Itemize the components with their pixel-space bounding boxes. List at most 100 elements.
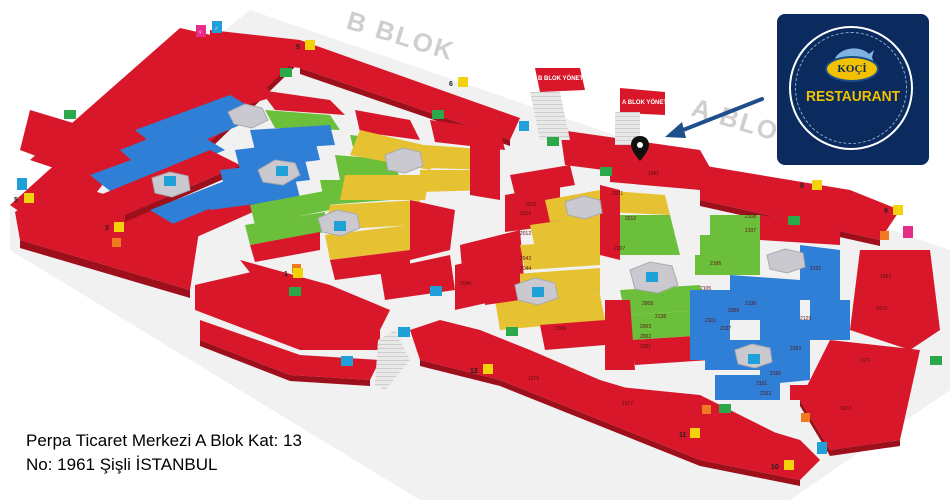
svg-text:2152: 2152: [760, 391, 771, 397]
svg-text:2131: 2131: [810, 266, 821, 272]
fire-extinguisher-icon: [801, 413, 810, 422]
escalator-icon: [519, 121, 529, 131]
elevator-markers: 5 6 5 3 1 12 11 10 8 9: [14, 40, 903, 471]
restroom-icon: ♀: [196, 25, 206, 37]
restroom-icon: [748, 354, 760, 364]
elevator-icon: 11: [679, 428, 700, 439]
a-blok-stairs-label: A BLOK YÖNETİM: [622, 99, 674, 106]
island-left-top: [90, 75, 280, 240]
unit-labels: 1961 1962 1970 1971 1972 1976 1977 2001 …: [460, 171, 891, 412]
elevator-icon: 8: [800, 180, 822, 190]
svg-text:10: 10: [771, 464, 779, 471]
elevator-icon: 3: [105, 222, 124, 232]
svg-text:5: 5: [14, 197, 18, 204]
restroom-icon: [17, 178, 27, 190]
emergency-exit-icon: [719, 404, 731, 413]
svg-text:2106: 2106: [710, 261, 721, 267]
emergency-exit-icon: [64, 110, 76, 119]
logo-inner-ring: [795, 32, 907, 144]
svg-text:1961: 1961: [648, 171, 659, 177]
svg-text:2151: 2151: [756, 381, 767, 387]
island-right-center: [600, 185, 710, 370]
pointer-arrow: [665, 97, 764, 138]
location-marker[interactable]: [631, 136, 649, 161]
fire-extinguisher-icon: [112, 238, 121, 247]
svg-text:2015: 2015: [525, 202, 536, 208]
island-right: [690, 215, 850, 400]
svg-text:8: 8: [800, 183, 804, 190]
svg-text:2016: 2016: [520, 211, 531, 217]
elevator-icon: 9: [884, 205, 903, 215]
elevator-icon: 12: [470, 364, 493, 375]
logo-title: RESTAURANT: [805, 88, 901, 105]
elevator-icon: 10: [771, 460, 794, 471]
svg-text:2108: 2108: [745, 214, 756, 220]
svg-text:2006: 2006: [728, 308, 739, 314]
restroom-icon: [817, 442, 827, 454]
svg-text:1976: 1976: [528, 376, 539, 382]
restroom-icon: [164, 176, 176, 186]
svg-text:2012: 2012: [520, 231, 531, 237]
svg-text:3: 3: [105, 225, 109, 232]
stairs-left: [375, 330, 410, 390]
fire-extinguisher-icon: [702, 405, 711, 414]
svg-text:12: 12: [470, 368, 478, 375]
address-line-2: No: 1961 Şişli İSTANBUL: [26, 455, 218, 474]
emergency-exit-icon: [547, 137, 559, 146]
emergency-exit-icon: [788, 216, 800, 225]
emergency-exit-icon: [280, 68, 292, 77]
emergency-exit-icon: [432, 110, 444, 119]
svg-text:2129: 2129: [800, 316, 811, 322]
amenity-markers: ♀ ♂: [17, 21, 942, 454]
svg-text:1962: 1962: [880, 274, 891, 280]
island-center-right: [480, 165, 605, 350]
svg-text:2009: 2009: [555, 326, 566, 332]
restroom-icon: ♂: [212, 21, 222, 33]
svg-text:2044: 2044: [520, 266, 531, 272]
elevator-icon: 1: [284, 268, 303, 278]
restroom-icon: [398, 327, 410, 337]
emergency-exit-icon: [506, 327, 518, 336]
emergency-exit-icon: [600, 167, 612, 176]
svg-text:11: 11: [679, 432, 687, 439]
elevator-icon: 5: [296, 40, 315, 51]
svg-text:2101: 2101: [705, 318, 716, 324]
restroom-icon: [646, 272, 658, 282]
address-block: Perpa Ticaret Merkezi A Blok Kat: 13 No:…: [26, 429, 302, 477]
svg-text:2105: 2105: [700, 286, 711, 292]
logo-ring: [789, 26, 913, 150]
svg-text:9: 9: [884, 208, 888, 215]
svg-text:2043: 2043: [520, 256, 531, 262]
svg-text:6: 6: [449, 81, 453, 88]
restroom-icon: [903, 226, 913, 238]
logo-brand: KOÇİ: [825, 56, 879, 82]
svg-text:1970: 1970: [876, 306, 887, 312]
island-left-middle: [205, 90, 345, 262]
svg-text:♀: ♀: [198, 30, 203, 36]
restroom-icon: [532, 287, 544, 297]
restroom-icon: [341, 356, 353, 366]
svg-text:2021: 2021: [612, 191, 623, 197]
map-pin-icon[interactable]: [631, 136, 649, 161]
svg-text:2045: 2045: [460, 281, 471, 287]
svg-text:2001: 2001: [640, 344, 651, 350]
restroom-icon: [430, 286, 442, 296]
svg-text:2003: 2003: [640, 324, 651, 330]
emergency-exit-icon: [289, 287, 301, 296]
svg-text:2005: 2005: [642, 301, 653, 307]
emergency-exit-icon: [930, 356, 942, 365]
svg-text:2137: 2137: [720, 326, 731, 332]
stairs-b-blok: [530, 92, 570, 140]
elevator-icon: 5: [14, 193, 34, 204]
svg-text:2002: 2002: [640, 334, 651, 340]
fire-extinguisher-icon: [880, 231, 889, 240]
b-blok-stairs-label: B BLOK YÖNETİM: [538, 75, 590, 82]
svg-text:1971: 1971: [860, 358, 871, 364]
svg-text:♂: ♂: [214, 26, 219, 32]
svg-text:1972: 1972: [840, 406, 851, 412]
svg-text:2138: 2138: [655, 314, 666, 320]
svg-text:2010: 2010: [625, 216, 636, 222]
svg-text:2163: 2163: [790, 346, 801, 352]
address-line-1: Perpa Ticaret Merkezi A Blok Kat: 13: [26, 431, 302, 450]
